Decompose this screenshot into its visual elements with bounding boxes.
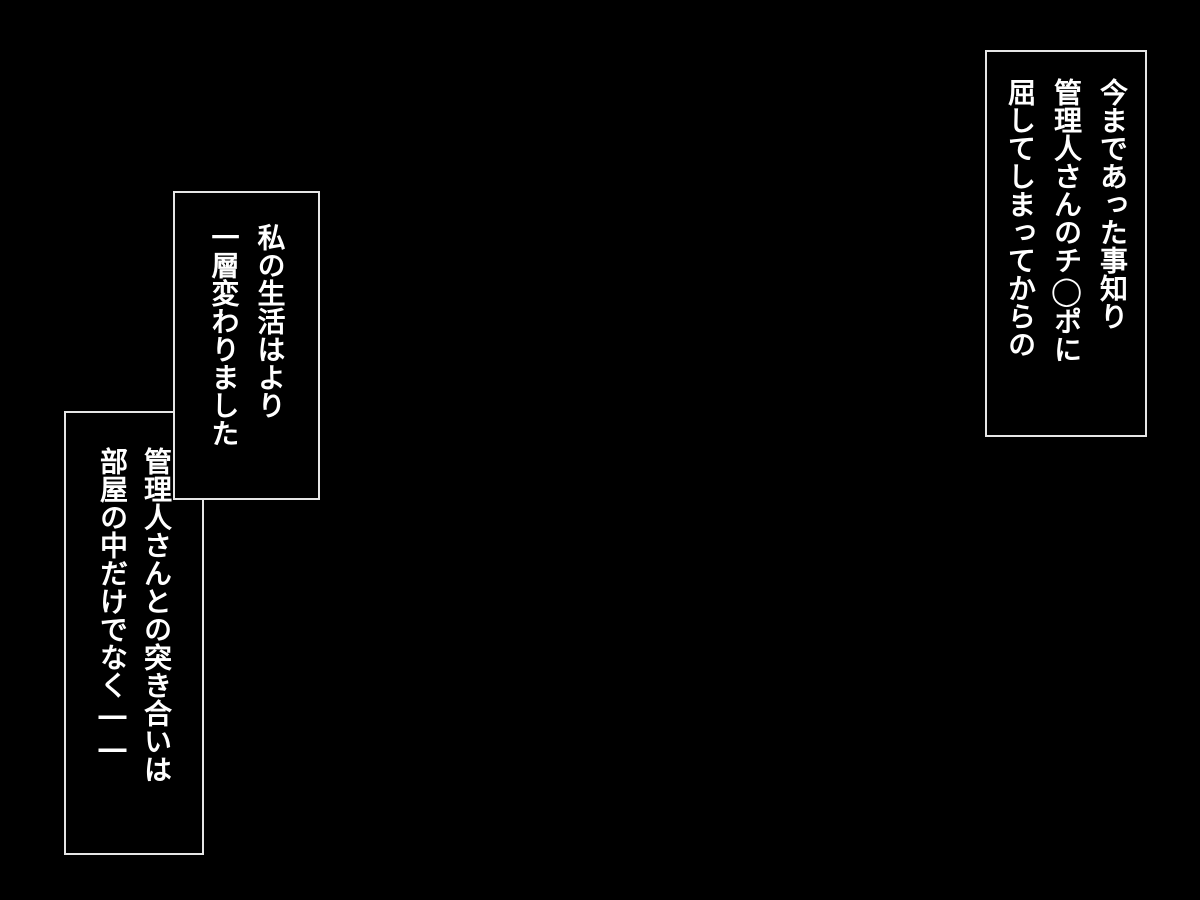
- caption-line: 今まであった事知り: [1096, 78, 1129, 330]
- caption-line: 私の生活はより: [253, 223, 287, 419]
- caption-line: 管理人さんとの突き合いは: [140, 447, 173, 783]
- caption-line: 管理人さんのチ◯ポに: [1050, 78, 1083, 363]
- narration-box-middle: 私の生活はより 一層変わりました: [173, 191, 320, 500]
- caption-line: 部屋の中だけでなく――: [96, 447, 129, 765]
- narration-box-top-right: 今まであった事知り 管理人さんのチ◯ポに 屈してしまってからの: [985, 50, 1147, 437]
- box-border-segment: [64, 411, 175, 413]
- caption-line: 一層変わりました: [207, 223, 241, 447]
- caption-line: 屈してしまってからの: [1004, 78, 1037, 358]
